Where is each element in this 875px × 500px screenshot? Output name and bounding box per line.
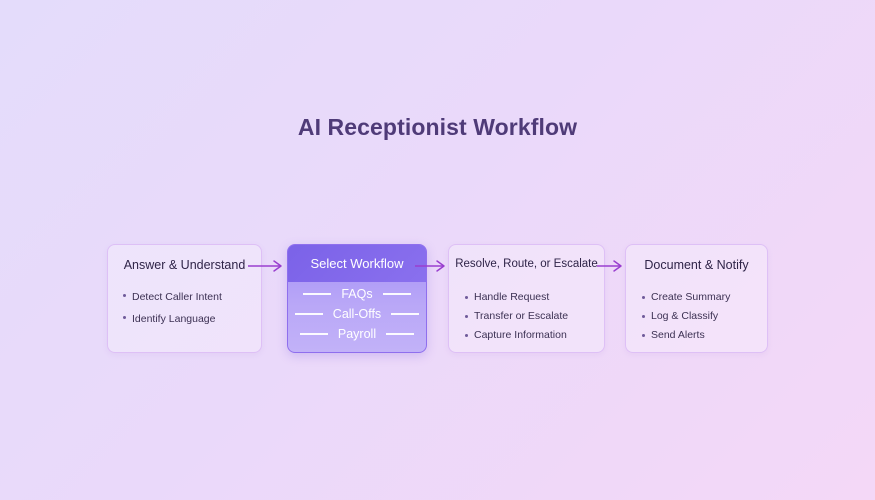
workflow-option-label: FAQs xyxy=(341,287,373,301)
arrow-right-icon xyxy=(415,260,445,272)
list-item: Handle Request xyxy=(465,288,568,307)
step-title: Resolve, Route, or Escalate xyxy=(455,258,598,270)
step-title: Select Workflow xyxy=(288,245,426,282)
workflow-option-payroll: Payroll xyxy=(287,325,427,343)
workflow-option-faqs: FAQs xyxy=(287,285,427,303)
step-list: Create Summary Log & Classify Send Alert… xyxy=(642,288,730,345)
step-card-select-workflow: Select Workflow xyxy=(287,244,427,353)
divider xyxy=(299,333,328,335)
arrow-right-icon xyxy=(248,260,282,272)
step-card-resolve-route-escalate: Resolve, Route, or Escalate Handle Reque… xyxy=(448,244,605,353)
step-card-document-notify: Document & Notify Create Summary Log & C… xyxy=(625,244,768,353)
list-item: Log & Classify xyxy=(642,307,730,326)
list-item: Create Summary xyxy=(642,288,730,307)
arrow-right-icon xyxy=(597,260,622,272)
list-item: Detect Caller Intent xyxy=(123,286,222,308)
divider xyxy=(382,293,411,295)
workflow-option-label: Payroll xyxy=(337,327,377,341)
step-list: Detect Caller Intent Identify Language xyxy=(123,286,222,330)
step-title: Document & Notify xyxy=(644,258,749,272)
divider xyxy=(391,313,420,315)
divider xyxy=(294,313,323,315)
divider xyxy=(386,333,415,335)
page-title: AI Receptionist Workflow xyxy=(297,114,578,140)
list-item: Identify Language xyxy=(123,308,222,330)
workflow-option-label: Call-Offs xyxy=(332,307,382,321)
step-title: Answer & Understand xyxy=(123,258,246,272)
divider xyxy=(303,293,332,295)
list-item: Send Alerts xyxy=(642,326,730,345)
list-item: Transfer or Escalate xyxy=(465,307,568,326)
step-list: Handle Request Transfer or Escalate Capt… xyxy=(465,288,568,345)
list-item: Capture Information xyxy=(465,326,568,345)
workflow-option-call-offs: Call-Offs xyxy=(287,305,427,323)
step-card-answer-understand: Answer & Understand Detect Caller Intent… xyxy=(107,244,262,353)
